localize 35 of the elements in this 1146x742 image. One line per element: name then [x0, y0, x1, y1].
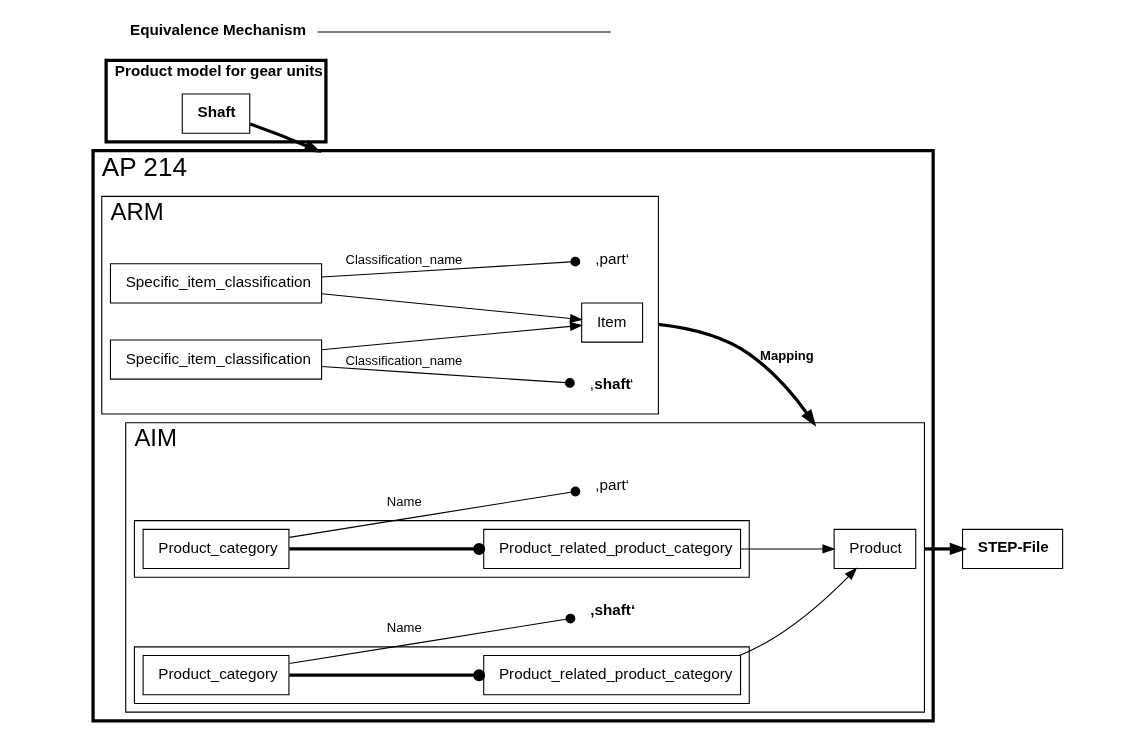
node-box: Product — [833, 528, 916, 570]
connector — [288, 542, 485, 555]
node-box: Product_category — [142, 528, 289, 570]
arrow — [249, 122, 322, 153]
edge-label: Name — [386, 494, 422, 510]
edge-label: Mapping — [759, 348, 814, 364]
arrow — [657, 322, 816, 427]
edge-label: Classification_name — [345, 352, 462, 368]
node-box: Product_related_product_category — [482, 655, 741, 696]
edge-label: Name — [386, 620, 422, 636]
node-text: ,part‘ — [594, 249, 629, 267]
node-box: Product_category — [142, 655, 289, 696]
arrow — [739, 544, 835, 554]
node-box: Specific_item_classification — [109, 339, 322, 380]
node-text: ,shaft‘ — [589, 374, 633, 392]
node-box: STEP-File — [961, 528, 1063, 570]
connector — [288, 486, 580, 538]
node-box: Item — [580, 302, 643, 343]
connector — [288, 669, 485, 682]
arrow — [738, 567, 857, 656]
node-box: Shaft — [181, 93, 250, 134]
node-text: ,shaft‘ — [589, 600, 635, 618]
connector — [320, 365, 575, 388]
cluster — [133, 646, 750, 704]
arrow — [320, 293, 583, 324]
node-text: Equivalence Mechanism — [129, 20, 306, 38]
arrow — [320, 321, 583, 351]
node-text: ,part‘ — [594, 475, 629, 493]
arrow — [923, 542, 967, 556]
cluster — [133, 520, 750, 578]
edge-label: Classification_name — [345, 252, 462, 268]
connector — [288, 613, 575, 665]
node-box: Product_related_product_category — [482, 528, 741, 570]
node-box: Specific_item_classification — [109, 263, 322, 304]
connector — [320, 256, 580, 278]
